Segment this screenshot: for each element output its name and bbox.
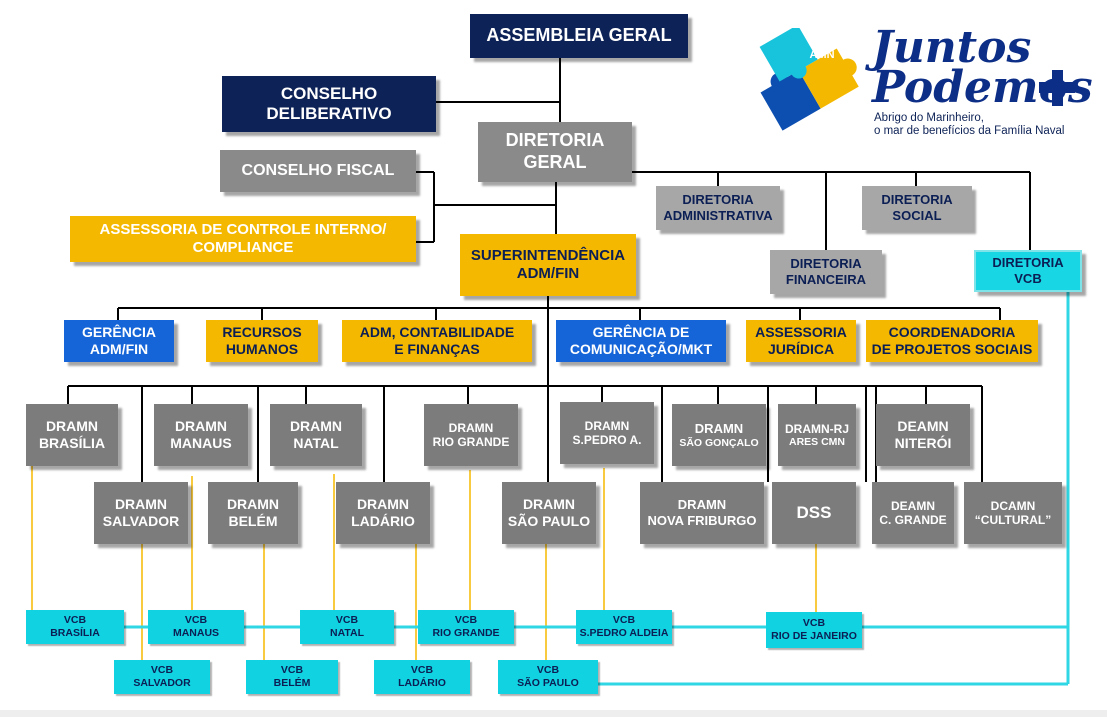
bottom-band [0, 710, 1107, 717]
superintendencia-adm-fin: SUPERINTENDÊNCIA ADM/FIN [460, 234, 636, 296]
gerencia-comunicacao-mkt: GERÊNCIA DE COMUNICAÇÃO/MKT [556, 320, 726, 362]
logo-subtitle: Abrigo do Marinheiro, o mar de benefício… [874, 112, 1065, 137]
recursos-humanos: RECURSOS HUMANOS [206, 320, 318, 362]
dramn-ladario: DRAMN LADÁRIO [336, 482, 430, 544]
assessoria-juridica: ASSESSORIA JURÍDICA [746, 320, 856, 362]
diretoria-geral: DIRETORIA GERAL [478, 122, 632, 182]
vcb-ladario: VCB LADÁRIO [374, 660, 470, 694]
logo-badge: AMN [809, 49, 835, 61]
assembleia-geral: ASSEMBLEIA GERAL [470, 14, 688, 58]
diretoria-financeira: DIRETORIA FINANCEIRA [770, 250, 882, 294]
assessoria-controle-interno: ASSESSORIA DE CONTROLE INTERNO/ COMPLIAN… [70, 216, 416, 262]
plus-icon [1039, 70, 1075, 106]
vcb-salvador: VCB SALVADOR [114, 660, 210, 694]
dramn-belem: DRAMN BELÉM [208, 482, 298, 544]
adm-contabilidade-financas: ADM, CONTABILIDADE E FINANÇAS [342, 320, 532, 362]
dramn-salvador: DRAMN SALVADOR [94, 482, 188, 544]
deamn-campo-grande: DEAMN C. GRANDE [872, 482, 954, 544]
diretoria-vcb: DIRETORIA VCB [974, 250, 1082, 292]
diretoria-social: DIRETORIA SOCIAL [862, 186, 972, 230]
vcb-belem: VCB BELÉM [246, 660, 338, 694]
conselho-fiscal: CONSELHO FISCAL [220, 150, 416, 192]
dss: DSS [772, 482, 856, 544]
dramn-rio-grande: DRAMN RIO GRANDE [424, 404, 518, 466]
deamn-niteroi: DEAMN NITERÓI [876, 404, 970, 466]
vcb-rio-de-janeiro: VCB RIO DE JANEIRO [766, 612, 862, 648]
dramn-rj-title: DRAMN-RJ [785, 421, 849, 436]
dramn-sao-goncalo-subtitle: SÃO GONÇALO [679, 436, 759, 449]
conselho-deliberativo: CONSELHO DELIBERATIVO [222, 76, 436, 132]
dramn-sao-goncalo-title: DRAMN [694, 420, 744, 436]
dramn-rj: DRAMN-RJ ARES CMN [778, 404, 856, 466]
diretoria-administrativa: DIRETORIA ADMINISTRATIVA [656, 186, 780, 230]
vcb-sao-paulo: VCB SÃO PAULO [498, 660, 598, 694]
dcamn-cultural: DCAMN “CULTURAL” [964, 482, 1062, 544]
dramn-sao-paulo: DRAMN SÃO PAULO [502, 482, 596, 544]
gerencia-adm-fin: GERÊNCIA ADM/FIN [64, 320, 174, 362]
coordenadoria-projetos-sociais: COORDENADORIA DE PROJETOS SOCIAIS [866, 320, 1038, 362]
dramn-sao-goncalo: DRAMN SÃO GONÇALO [672, 404, 766, 466]
dramn-sao-pedro: DRAMN S.PEDRO A. [560, 402, 654, 464]
vcb-natal: VCB NATAL [300, 610, 394, 644]
vcb-manaus: VCB MANAUS [148, 610, 244, 644]
dramn-nova-friburgo: DRAMN NOVA FRIBURGO [640, 482, 764, 544]
vcb-sao-pedro-aldeia: VCB S.PEDRO ALDEIA [576, 610, 672, 644]
dramn-brasilia: DRAMN BRASÍLIA [26, 404, 118, 466]
puzzle-icon [759, 28, 859, 131]
dramn-manaus: DRAMN MANAUS [154, 404, 248, 466]
dramn-natal: DRAMN NATAL [270, 404, 362, 466]
vcb-brasilia: VCB BRASÍLIA [26, 610, 124, 644]
vcb-rio-grande: VCB RIO GRANDE [418, 610, 514, 644]
dramn-rj-subtitle: ARES CMN [788, 435, 845, 448]
logo: AMN Juntos Podemos Abrigo do Marinheiro,… [742, 20, 1093, 145]
